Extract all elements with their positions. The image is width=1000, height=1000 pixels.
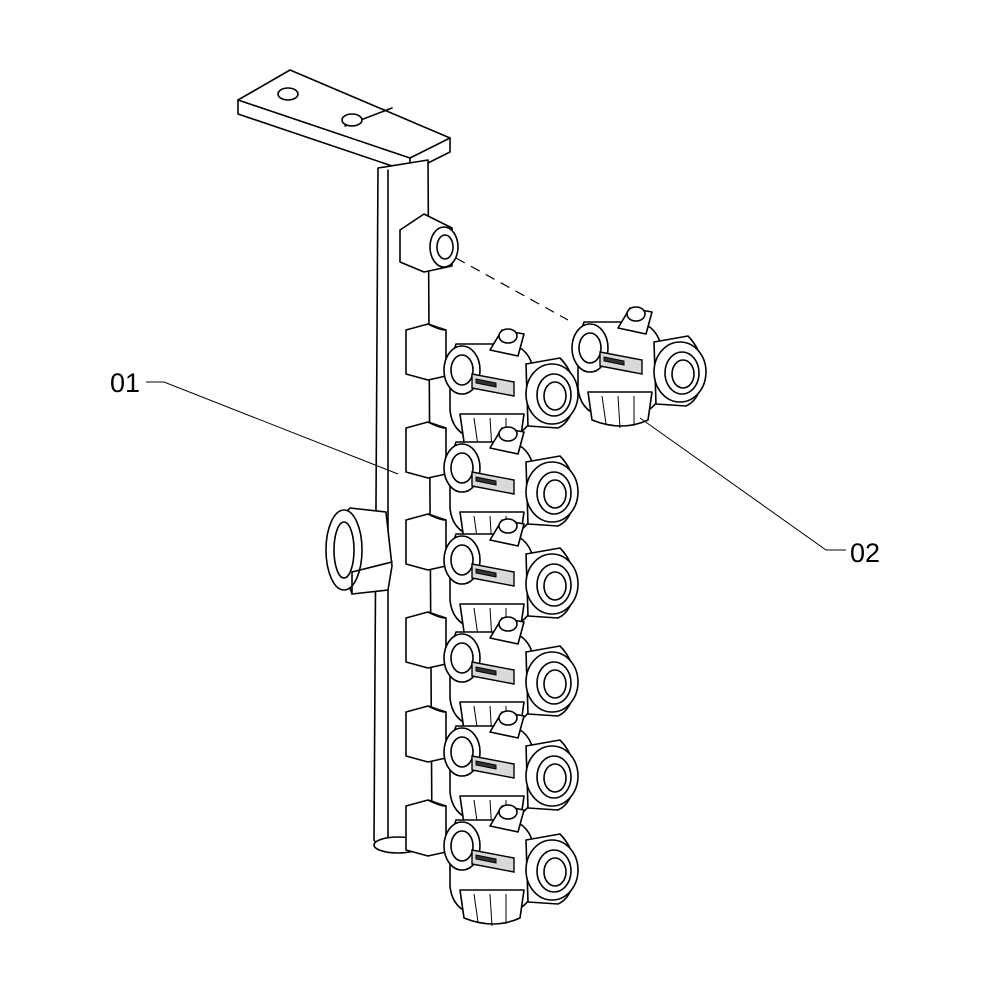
- callout-02: 02: [850, 538, 880, 568]
- mounting-bracket: [237, 69, 451, 173]
- detached-valve: [571, 306, 707, 429]
- callout-01: 01: [110, 368, 140, 398]
- leader-line-02: [639, 417, 846, 551]
- leader-line-01: [146, 381, 399, 475]
- assembly-dashed-line: [455, 257, 569, 321]
- valve-stack: [405, 323, 579, 927]
